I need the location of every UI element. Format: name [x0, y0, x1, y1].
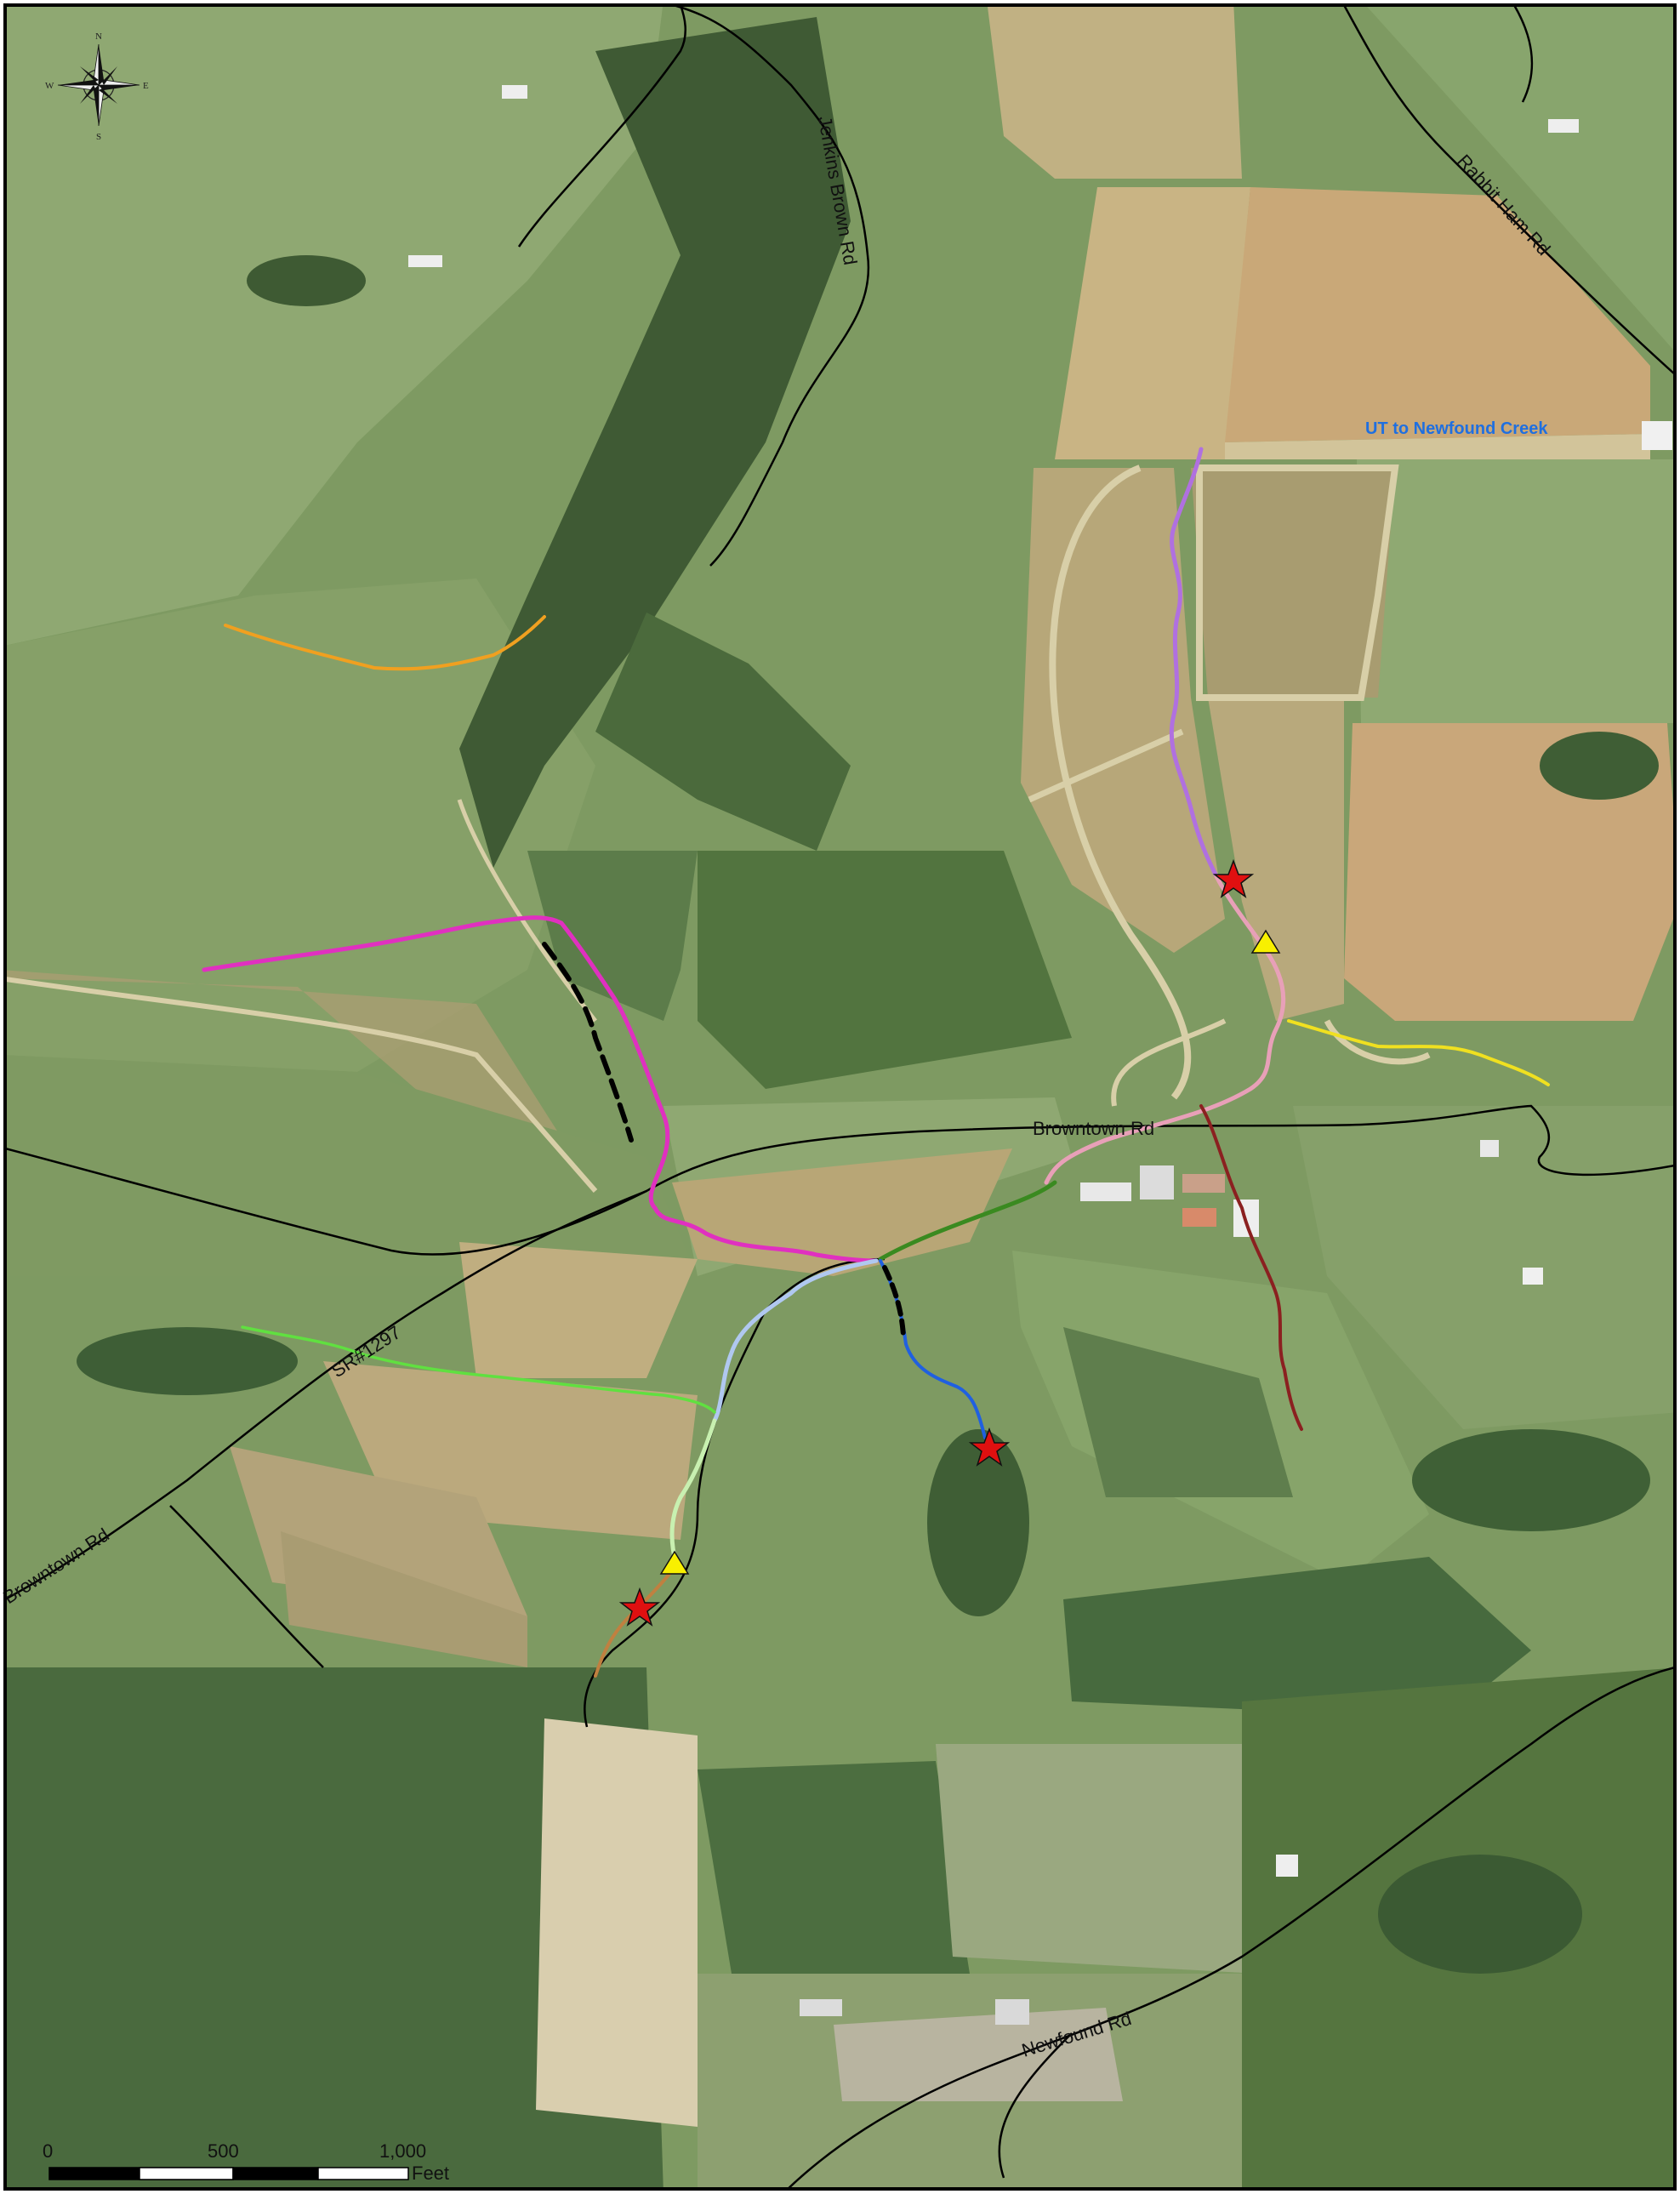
- road-network: [5, 5, 1675, 2189]
- stream-lightgreen: [241, 1325, 716, 1414]
- stream-orange-upper: [224, 615, 546, 671]
- road-newfound: [786, 1666, 1675, 2189]
- label-ut-newfound-creek: UT to Newfound Creek: [1365, 419, 1548, 438]
- compass-e: E: [143, 81, 149, 91]
- stream-lightblue: [712, 1258, 879, 1423]
- compass-n: N: [95, 31, 102, 42]
- compass-s: S: [96, 132, 101, 142]
- road-upper-left-drive: [517, 5, 686, 248]
- stream-segments: [202, 447, 1550, 1678]
- stream-purple: [1169, 447, 1219, 879]
- star-marker-north: [1212, 858, 1255, 898]
- scale-bar: 0 500 1,000 Feet: [43, 2140, 449, 2184]
- road-sr1297: [584, 1257, 886, 1728]
- road-browntown-west: [5, 1189, 647, 1601]
- road-rabbit-ham: [1342, 5, 1675, 375]
- triangle-marker-south: [659, 1550, 690, 1575]
- star-marker-east: [968, 1427, 1011, 1467]
- stream-brown: [594, 1564, 678, 1678]
- scale-label-500: 500: [208, 2140, 239, 2162]
- triangle-marker-north: [1250, 929, 1281, 954]
- road-jenkins-brown: [673, 5, 870, 567]
- label-browntown-rd-east: Browntown Rd: [1033, 1118, 1154, 1139]
- map-border: [3, 3, 1677, 2191]
- compass-icon: N S E W: [45, 31, 149, 142]
- map-markers: [618, 858, 1281, 1627]
- scale-label-0: 0: [43, 2140, 53, 2162]
- road-browntown: [5, 1104, 1675, 1256]
- stream-darkred: [1199, 1104, 1303, 1431]
- road-west-spur: [169, 1505, 324, 1668]
- compass-w: W: [45, 81, 54, 91]
- scale-label-unit: Feet: [412, 2163, 449, 2184]
- stream-yellow: [1287, 1019, 1550, 1086]
- stream-magenta: [202, 915, 879, 1263]
- stream-magenta-dark-overlay: [542, 942, 634, 1143]
- star-marker-south: [618, 1587, 661, 1627]
- stream-blue-dark-overlay: [882, 1265, 906, 1338]
- scale-label-1000: 1,000: [379, 2140, 426, 2162]
- stream-green: [878, 1180, 1057, 1262]
- road-newfound-spur: [998, 2032, 1073, 2179]
- stream-palegreen: [669, 1418, 717, 1568]
- road-top-right-spur: [1512, 5, 1534, 103]
